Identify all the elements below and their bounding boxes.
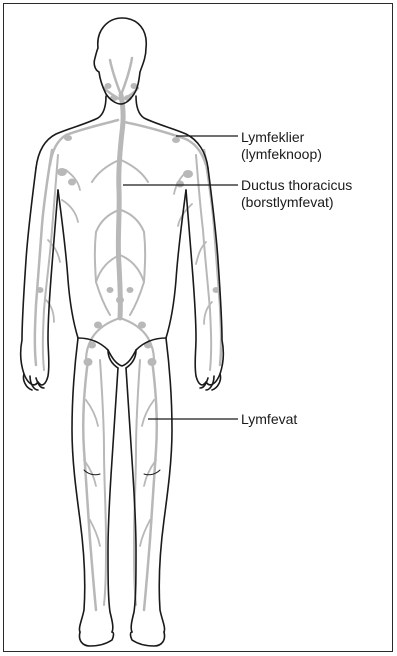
label-lymph-nodes-line1: Lymfeklier: [241, 129, 322, 146]
label-thoracic-duct-line1: Ductus thoracicus: [241, 177, 352, 194]
thoracic-duct: [118, 95, 123, 318]
lymphatic-network: [35, 58, 221, 610]
label-thoracic-duct: Ductus thoracicus (borstlymfevat): [241, 177, 352, 211]
label-lymph-vessel: Lymfevat: [241, 411, 297, 428]
label-lymph-nodes: Lymfeklier (lymfeknoop): [241, 129, 322, 163]
label-lymph-vessel-line1: Lymfevat: [241, 411, 297, 428]
label-thoracic-duct-line2: (borstlymfevat): [241, 194, 352, 211]
label-lymph-nodes-line2: (lymfeknoop): [241, 146, 322, 163]
lymph-node-cluster: [37, 83, 220, 366]
